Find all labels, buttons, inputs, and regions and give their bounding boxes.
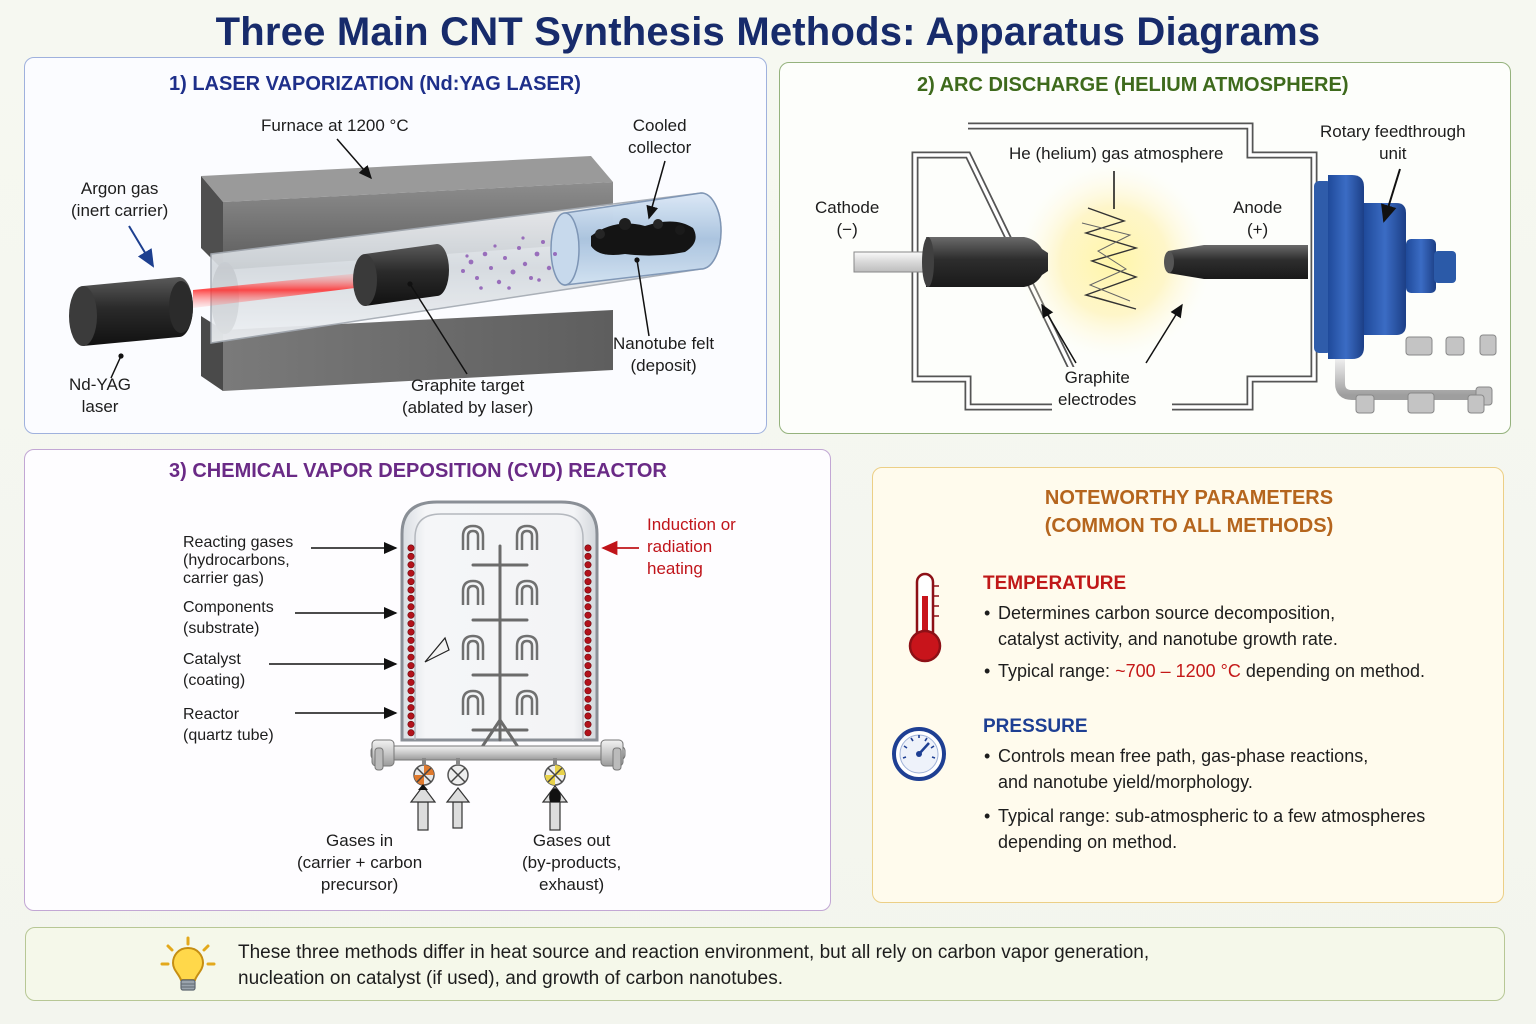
graphite-target-label: Graphite target(ablated by laser) [402,376,534,417]
heating-coil-dot [407,687,415,695]
heating-coil-dot [407,695,415,703]
lightbulb-icon [160,936,216,991]
arc-panel-title: 2) ARC DISCHARGE (HELIUM ATMOSPHERE) [917,74,1349,96]
nanotube-felt-label: Nanotube felt(deposit) [613,334,715,375]
substrate-hook [461,524,485,550]
components-label: Components(substrate) [183,599,274,637]
heating-coil-dot [407,569,415,577]
substrate-hook [515,689,539,715]
summary-text: These three methods differ in heat sourc… [238,942,1150,989]
heating-coil-dot [584,678,592,686]
furnace-label: Furnace at 1200 °C [261,116,409,135]
heating-coil-dot [584,586,592,594]
pressure-bullet-1: • Controls mean free path, gas-phase rea… [984,746,1369,792]
heating-coil-dot [407,729,415,737]
temperature-heading: TEMPERATURE [983,573,1127,594]
heating-coil-dot [584,611,592,619]
temperature-range-value: ~700 – 1200 °C [1115,661,1241,681]
page-title: Three Main CNT Synthesis Methods: Appara… [215,10,1321,54]
reacting-gases-label: Reacting gases(hydrocarbons,carrier gas) [183,534,294,587]
heating-coil-dot [407,653,415,661]
arc-discharge-panel: 2) ARC DISCHARGE (HELIUM ATMOSPHERE) Rot… [779,62,1511,434]
heating-coil-dot [407,662,415,670]
heating-coil-dot [407,544,415,552]
heating-coil-dot [407,578,415,586]
heating-coil-dot [407,603,415,611]
heating-coil-dot [584,628,592,636]
substrate-hook [515,524,539,550]
substrate-hook [461,689,485,715]
laser-apparatus-diagram [69,138,722,391]
heating-coil-dot [407,636,415,644]
argon-gas-label: Argon gas(inert carrier) [71,179,169,220]
heating-coil-dot [407,645,415,653]
laser-vaporization-panel: 1) LASER VAPORIZATION (Nd:YAG LASER) Fur… [24,57,767,434]
heating-coil-dot [584,695,592,703]
heating-coil-left [407,544,415,737]
heating-coil-dot [407,561,415,569]
temperature-bullet-1: • Determines carbon source decomposition… [984,603,1338,649]
heating-coil-dot [584,662,592,670]
heating-coil-dot [407,552,415,560]
parameters-title: NOTEWORTHY PARAMETERS(COMMON TO ALL METH… [1044,487,1334,537]
heating-coil-dot [584,687,592,695]
heating-coil-dot [407,628,415,636]
laser-panel-title: 1) LASER VAPORIZATION (Nd:YAG LASER) [169,73,581,95]
heating-coil-dot [584,720,592,728]
arc-apparatus-diagram [853,122,1497,414]
heating-coil-dot [584,636,592,644]
cvd-apparatus-diagram [269,500,639,831]
substrate-hook [515,579,539,605]
heating-coil-dot [407,620,415,628]
cvd-panel-title: 3) CHEMICAL VAPOR DEPOSITION (CVD) REACT… [169,460,667,482]
heating-coil-dot [584,552,592,560]
heating-coil-dot [407,586,415,594]
heating-coil-right [584,544,592,737]
temperature-bullet-2: • Typical range: ~700 – 1200 °C dependin… [984,661,1426,681]
heating-coil-dot [407,704,415,712]
heating-coil-dot [584,729,592,737]
helium-atmosphere-label: He (helium) gas atmosphere [1009,144,1224,163]
heating-coil-dot [407,678,415,686]
cathode-label: Cathode(−) [815,198,880,239]
heating-coil-dot [407,594,415,602]
heating-coil-dot [584,569,592,577]
heating-coil-dot [584,603,592,611]
pressure-heading: PRESSURE [983,716,1088,737]
heating-coil-dot [584,645,592,653]
substrate-hook [461,634,485,660]
heating-coil-dot [584,561,592,569]
pressure-bullet-2: • Typical range: sub-atmospheric to a fe… [984,806,1426,852]
cvd-reactor-panel: 3) CHEMICAL VAPOR DEPOSITION (CVD) REACT… [24,449,831,911]
heating-coil-dot [407,720,415,728]
heating-coil-dot [407,611,415,619]
reactor-label: Reactor(quartz tube) [183,706,274,744]
heating-coil-dot [584,620,592,628]
heating-coil-dot [584,578,592,586]
heating-coil-dot [407,670,415,678]
parameters-panel: NOTEWORTHY PARAMETERS(COMMON TO ALL METH… [872,467,1504,903]
substrate-hook [461,579,485,605]
pressure-gauge-icon [892,727,946,781]
heating-coil-dot [584,653,592,661]
anode-label: Anode(+) [1233,198,1283,239]
catalyst-label: Catalyst(coating) [183,651,246,689]
heating-coil-dot [407,712,415,720]
summary-note: These three methods differ in heat sourc… [25,927,1505,1001]
thermometer-icon [908,572,942,663]
heating-coil-dot [584,544,592,552]
heating-coil-dot [584,712,592,720]
heating-coil-dot [584,594,592,602]
substrate-hook [515,634,539,660]
heating-coil-dot [584,670,592,678]
gases-out-label: Gases out(by-products,exhaust) [522,831,622,894]
heating-coil-dot [584,704,592,712]
